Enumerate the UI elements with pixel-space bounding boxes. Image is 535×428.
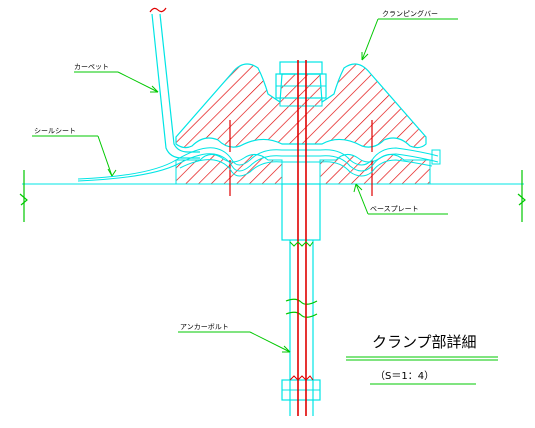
clamping-bar bbox=[175, 63, 427, 152]
seal-sheet-layers bbox=[77, 147, 441, 182]
label-seal-sheet: シールシート bbox=[34, 127, 76, 135]
label-clamping-bar: クランピングバー bbox=[382, 9, 438, 18]
drawing-scale: （S＝1：4） bbox=[375, 370, 434, 382]
drawing-title: クランプ部詳細 bbox=[372, 333, 477, 351]
label-anchor-bolt: アンカーボルト bbox=[180, 323, 229, 331]
anchor-bolt bbox=[275, 60, 327, 416]
label-carpet: カーペット bbox=[74, 63, 109, 71]
carpet bbox=[149, 7, 200, 159]
leader-lines bbox=[32, 18, 458, 353]
label-base-plate: ベースプレート bbox=[370, 205, 419, 213]
